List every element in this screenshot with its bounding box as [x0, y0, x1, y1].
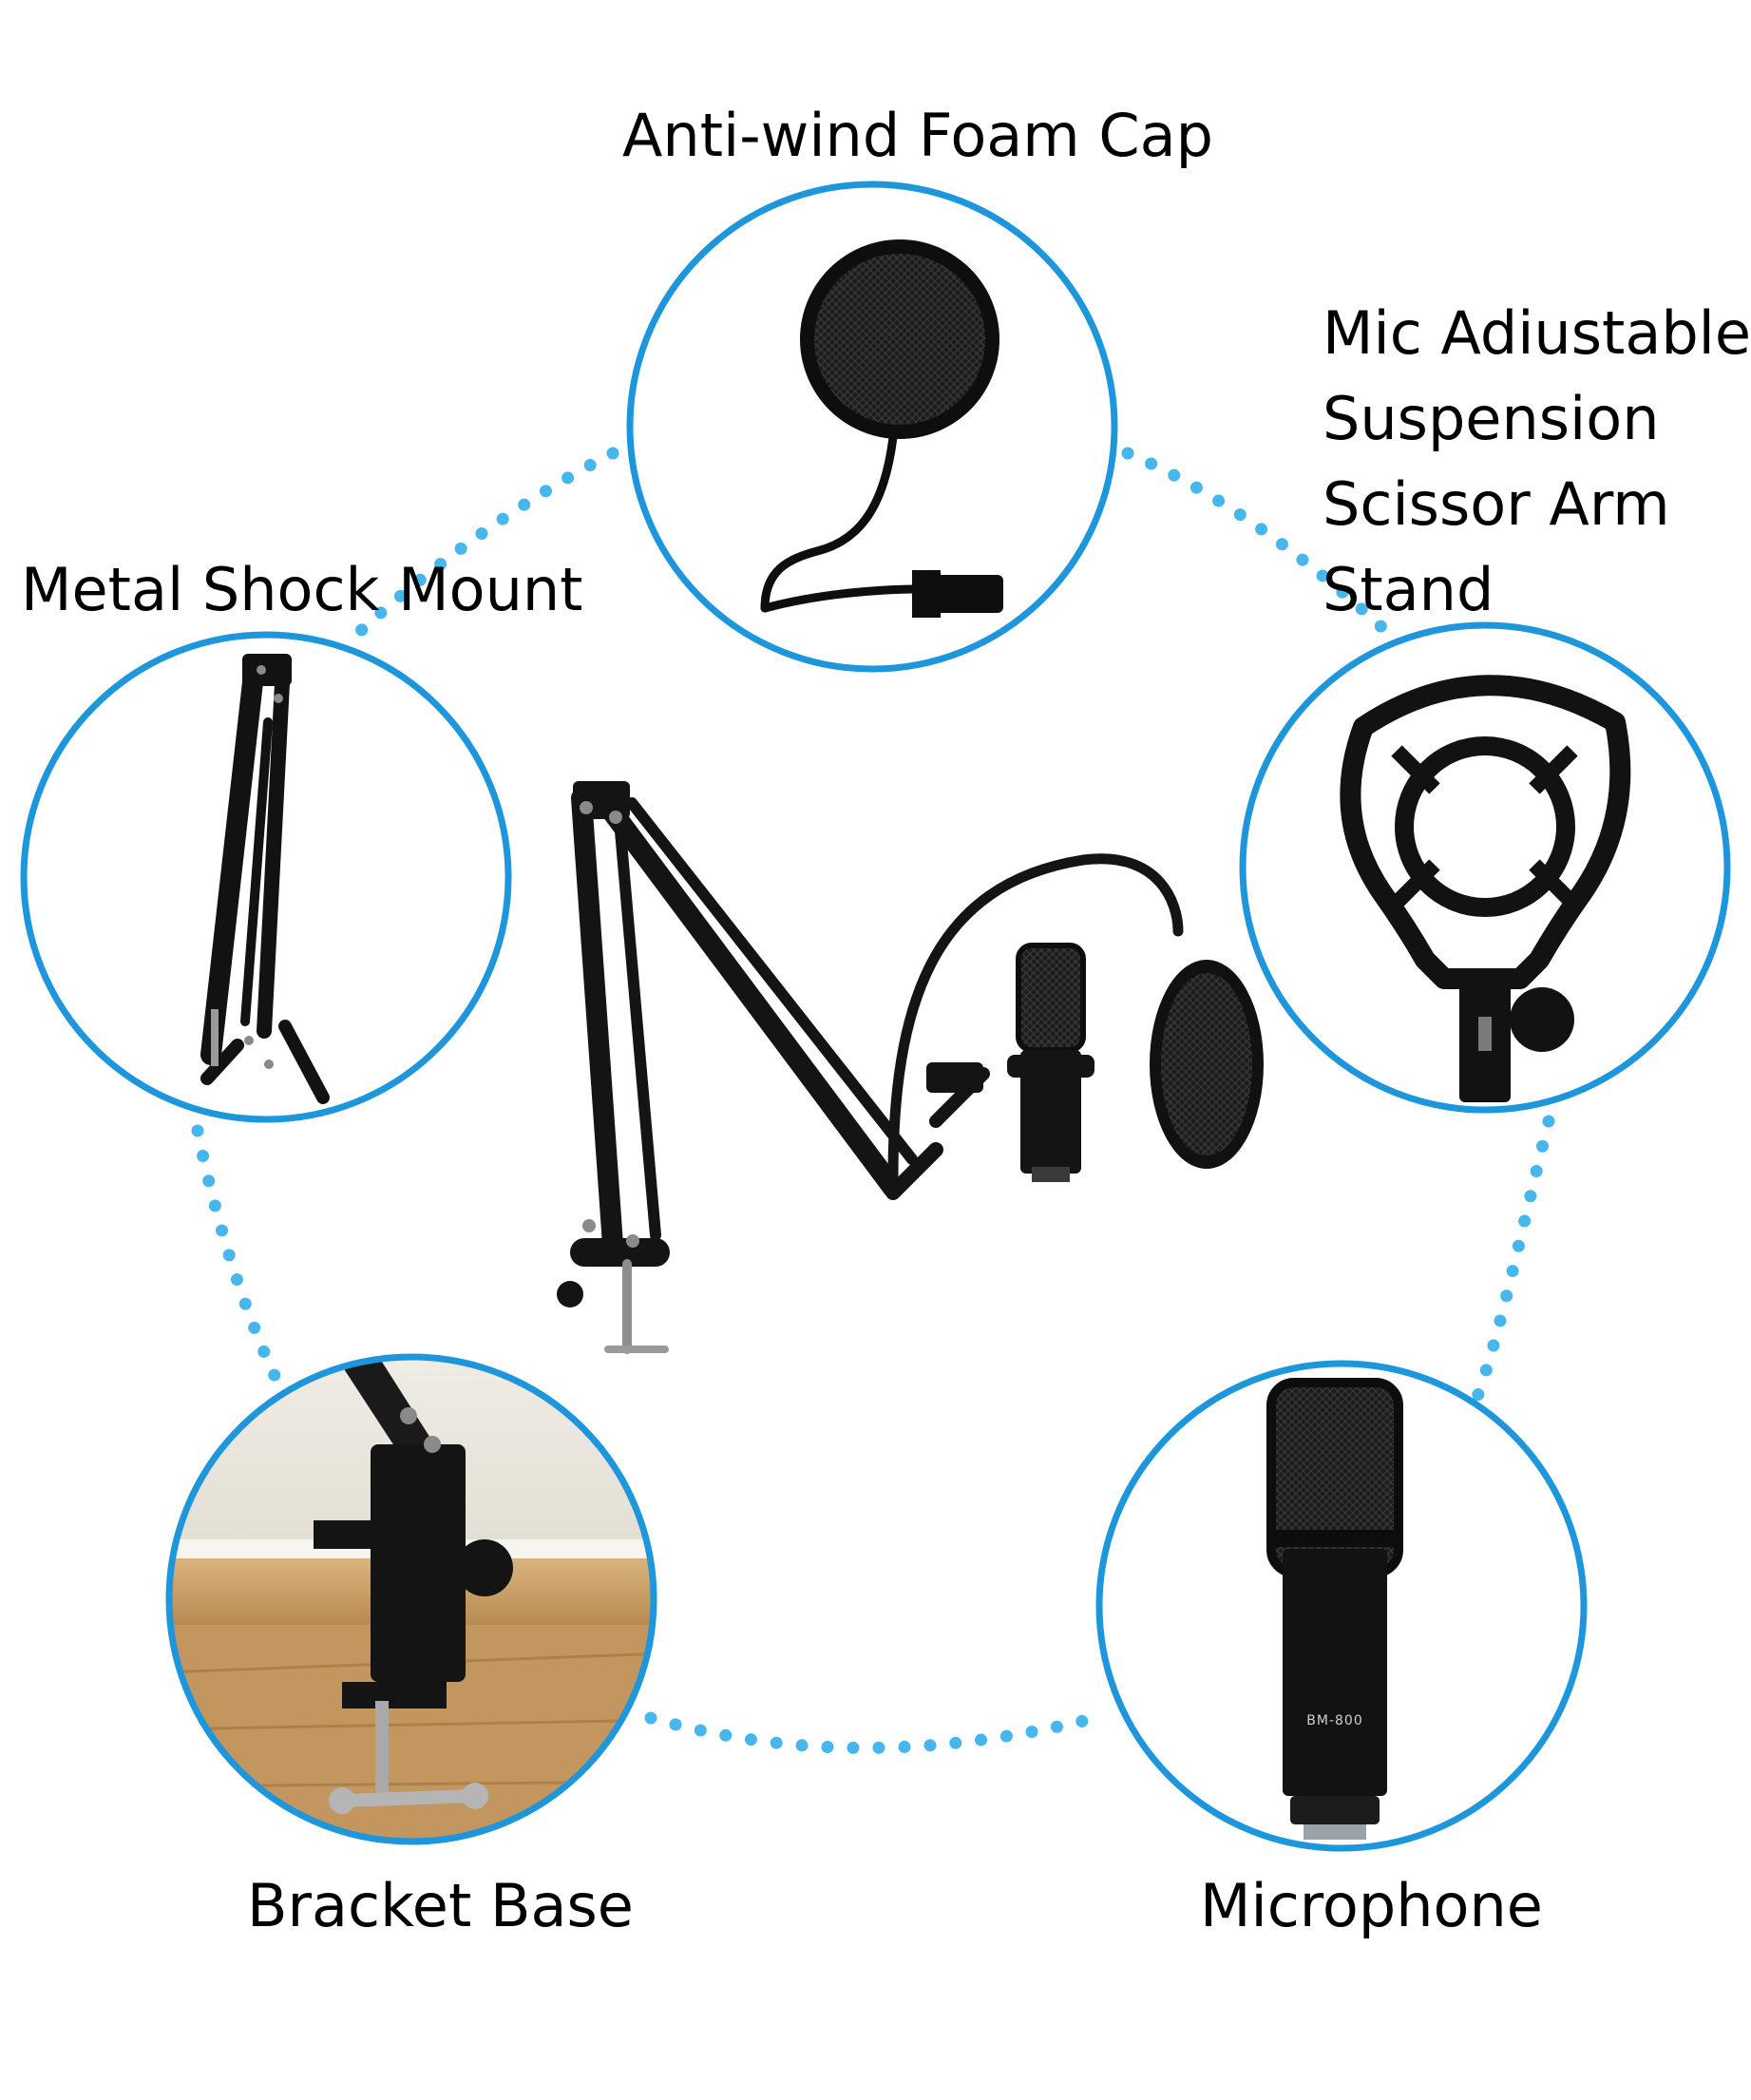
foam-cap-illustration	[626, 181, 1118, 673]
label-scissor-arm-line-3: Scissor Arm	[1323, 469, 1670, 539]
product-marking: BM-800	[1306, 1713, 1362, 1728]
label-scissor-arm-line-4: Stand	[1323, 555, 1494, 624]
label-shock-mount: Metal Shock Mount	[21, 555, 583, 624]
microphone-illustration: BM-800	[1095, 1360, 1588, 1852]
scissor-arm-illustration	[20, 631, 512, 1123]
label-bracket-base: Bracket Base	[247, 1871, 634, 1940]
label-foam-cap: Anti-wind Foam Cap	[622, 101, 1214, 170]
label-scissor-arm-line-2: Suspension	[1323, 384, 1660, 453]
bracket-base-illustration	[165, 1353, 657, 1845]
label-scissor-arm: Mic Adiustable Suspension Scissor Arm St…	[1323, 291, 1751, 633]
central-microphone	[1007, 943, 1094, 1182]
label-microphone: Microphone	[1200, 1871, 1543, 1940]
dotted-connector	[191, 447, 1555, 1754]
assembled-product-illustration	[557, 781, 1264, 1354]
shock-mount-illustration	[1239, 621, 1731, 1114]
label-scissor-arm-line-1: Mic Adiustable	[1323, 298, 1751, 368]
